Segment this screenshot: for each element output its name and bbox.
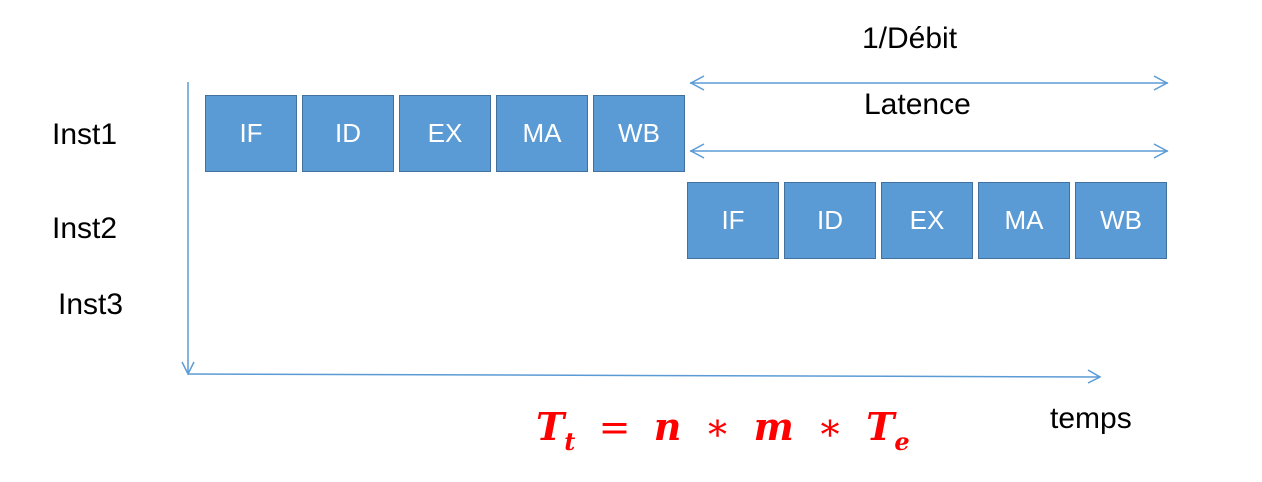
- latency-arrow-right-head: [1153, 143, 1169, 159]
- time-axis-arrowhead: [1087, 369, 1102, 384]
- formula-equals: =: [598, 405, 631, 449]
- inst2-stage-ex: EX: [881, 182, 973, 259]
- time-axis: [187, 373, 1101, 378]
- formula-times-1: ∗: [704, 405, 731, 449]
- inst1-stage-ex: EX: [399, 95, 491, 172]
- latency-label: Latence: [864, 88, 971, 121]
- throughput-arrow-right-head: [1153, 75, 1169, 91]
- instruction-label-2: Inst2: [52, 212, 118, 245]
- formula-te: T: [866, 404, 895, 449]
- formula-m: m: [753, 404, 794, 449]
- formula-times-2: ∗: [817, 405, 843, 449]
- formula-lhs-subscript: t: [564, 427, 576, 456]
- time-axis-label: temps: [1050, 402, 1132, 435]
- total-time-formula: Tt = n ∗ m ∗ Te: [536, 408, 910, 454]
- inst2-stage-wb: WB: [1075, 182, 1167, 259]
- instruction-label-1: Inst1: [52, 118, 118, 151]
- inst1-stage-wb: WB: [593, 95, 685, 172]
- inst1-stage-ma: MA: [496, 95, 588, 172]
- inst2-stage-if: IF: [687, 182, 779, 259]
- formula-n: n: [653, 404, 682, 449]
- inst1-stage-if: IF: [205, 95, 297, 172]
- throughput-arrow-left-head: [689, 75, 705, 91]
- throughput-label: 1/Débit: [862, 22, 958, 55]
- formula-te-subscript: e: [894, 427, 910, 456]
- inst2-stage-ma: MA: [978, 182, 1070, 259]
- inst2-stage-id: ID: [784, 182, 876, 259]
- latency-arrow-left-head: [689, 143, 705, 159]
- inst1-stage-id: ID: [302, 95, 394, 172]
- formula-lhs: T: [536, 404, 565, 449]
- instruction-label-3: Inst3: [58, 288, 124, 321]
